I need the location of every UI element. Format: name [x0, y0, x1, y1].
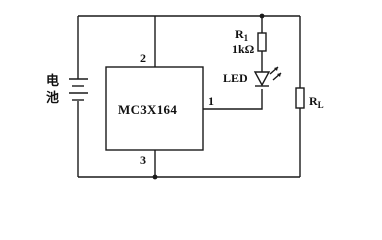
- r1-subscript: 1: [243, 33, 249, 43]
- chip-pin1-wire: [203, 89, 263, 110]
- r1-label: R1: [235, 27, 249, 43]
- rl-label: RL: [309, 94, 324, 110]
- circuit-diagram: 电 池 2 1 3 MC3X164 R1 1kΩ LED RL: [46, 13, 324, 180]
- chip-pin-3-label: 3: [140, 153, 146, 167]
- r1-value: 1kΩ: [232, 42, 255, 56]
- ic-chip-body: [105, 66, 204, 151]
- rl-name: R: [309, 94, 318, 108]
- chip-part-number: MC3X164: [118, 102, 178, 117]
- r1-resistor: [257, 32, 267, 52]
- chip-pin-2-label: 2: [140, 51, 146, 65]
- led-label: LED: [223, 71, 248, 85]
- battery-symbol: [69, 78, 88, 101]
- rl-subscript: L: [317, 100, 324, 110]
- junction-dot-bottom: [152, 174, 158, 180]
- chip-pin-1-label: 1: [208, 94, 214, 108]
- r1-name: R: [235, 27, 244, 41]
- rl-resistor: [295, 87, 305, 109]
- led-symbol: [253, 66, 282, 87]
- battery-label-1: 电: [46, 74, 60, 89]
- junction-dot-top: [259, 13, 265, 19]
- schematic-drawing: [69, 13, 305, 180]
- battery-label-2: 池: [46, 91, 60, 106]
